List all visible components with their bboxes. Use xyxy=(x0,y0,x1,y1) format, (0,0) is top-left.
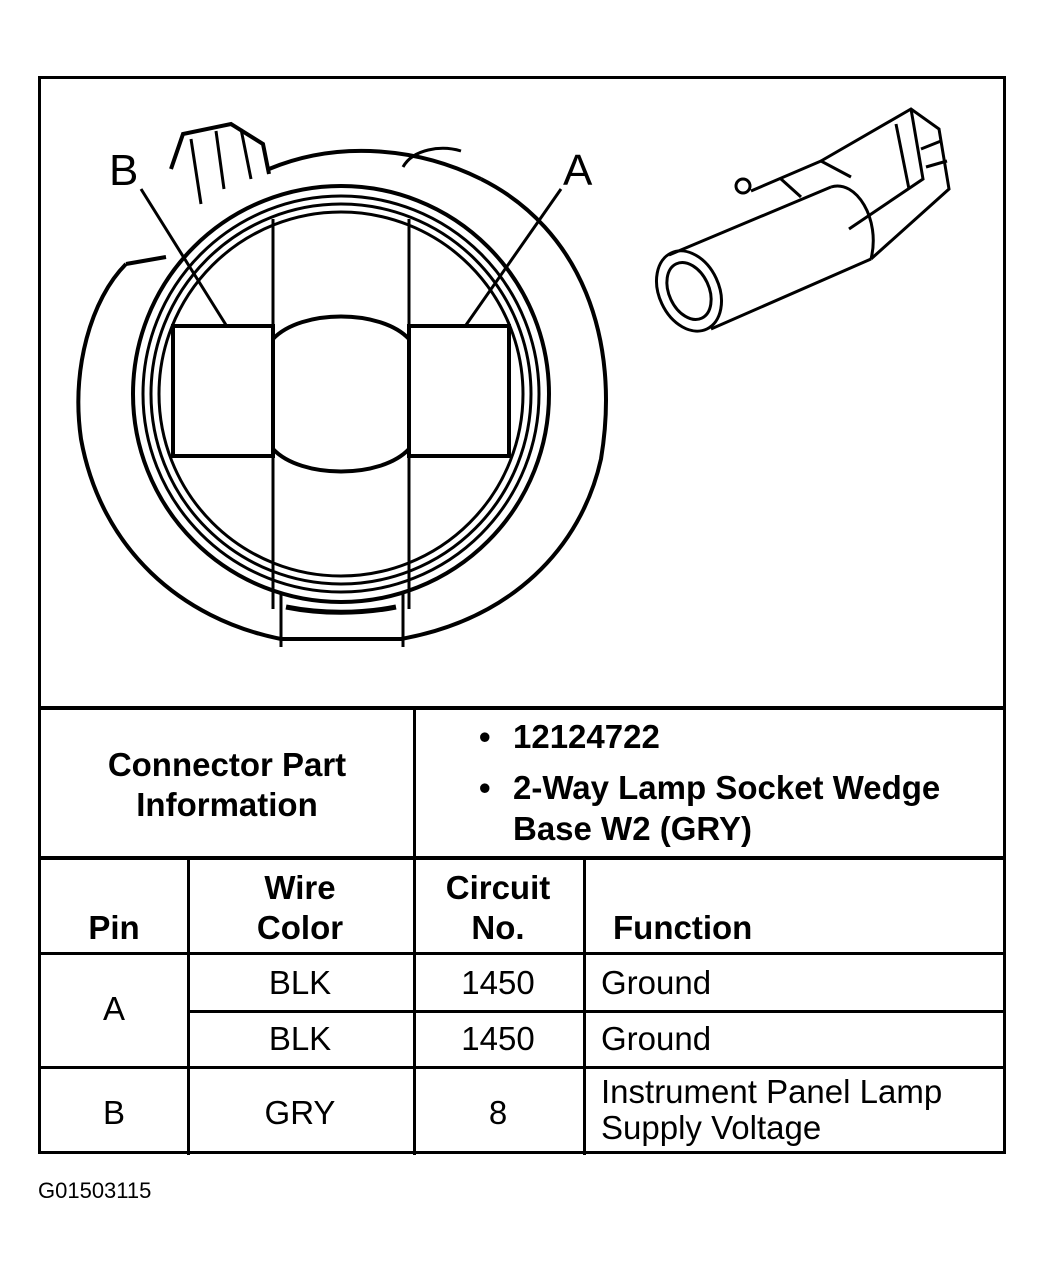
row-divider xyxy=(41,1066,1003,1069)
header-circuit-no: Circuit No. xyxy=(413,868,583,948)
connector-face-illustration xyxy=(76,107,951,647)
connector-part-information-values: • 12124722 • 2-Way Lamp Socket Wedge Bas… xyxy=(416,710,1003,860)
header-circuit-line1: Circuit xyxy=(445,869,551,906)
row-1-circuit: 1450 xyxy=(461,964,535,1001)
header-circuit-line2: No. xyxy=(471,909,525,946)
part-number-item: • 12124722 xyxy=(479,718,660,756)
connector-part-information-label: Connector Part Information xyxy=(41,710,416,860)
row-3-function: Instrument Panel Lamp Supply Voltage xyxy=(601,1074,942,1146)
row-3-function-line1: Instrument Panel Lamp xyxy=(601,1073,943,1110)
row-b-pin: B xyxy=(102,1094,125,1131)
header-function: Function xyxy=(613,909,753,946)
header-pin: Pin xyxy=(88,909,140,946)
column-divider xyxy=(413,860,416,1155)
row-3-circuit: 8 xyxy=(488,1094,508,1131)
pin-table: Pin Wire Color Circuit No. Function A BL… xyxy=(41,856,1003,1155)
row-1-function: Ground xyxy=(601,964,712,1001)
connector-diagram-frame: B A Connector Part Information • 1212472… xyxy=(38,76,1006,1155)
column-divider xyxy=(187,860,190,1155)
pin-b-callout: B xyxy=(109,146,139,195)
row-2-function: Ground xyxy=(601,1020,712,1057)
row-1-wire-color: BLK xyxy=(268,964,332,1001)
row-2-circuit: 1450 xyxy=(461,1020,535,1057)
row-divider xyxy=(187,1010,1003,1013)
bullet-icon: • xyxy=(479,718,491,755)
part-number: 12124722 xyxy=(513,718,660,755)
info-label-line2: Information xyxy=(136,786,318,823)
header-wire-color-line1: Wire xyxy=(264,869,336,906)
header-divider xyxy=(41,952,1003,955)
header-wire-color-line2: Color xyxy=(256,909,344,946)
row-a-pin: A xyxy=(102,990,125,1027)
description-line2: Base W2 (GRY) xyxy=(513,810,752,847)
header-wire-color: Wire Color xyxy=(187,868,413,948)
bullet-icon: • xyxy=(479,769,491,806)
description-line1: 2-Way Lamp Socket Wedge xyxy=(513,769,941,806)
figure-code: G01503115 xyxy=(38,1178,152,1203)
row-3-function-line2: Supply Voltage xyxy=(601,1109,822,1146)
socket-side-view xyxy=(655,107,951,333)
column-divider xyxy=(583,860,586,1155)
connector-part-information-row: Connector Part Information • 12124722 • … xyxy=(41,706,1003,860)
pin-a-callout: A xyxy=(563,146,593,195)
row-2-wire-color: BLK xyxy=(268,1020,332,1057)
connector-drawing: B A xyxy=(41,79,1003,706)
info-label-line1: Connector Part xyxy=(107,746,347,783)
description-item: • 2-Way Lamp Socket Wedge xyxy=(479,769,941,807)
row-3-wire-color: GRY xyxy=(264,1094,336,1131)
